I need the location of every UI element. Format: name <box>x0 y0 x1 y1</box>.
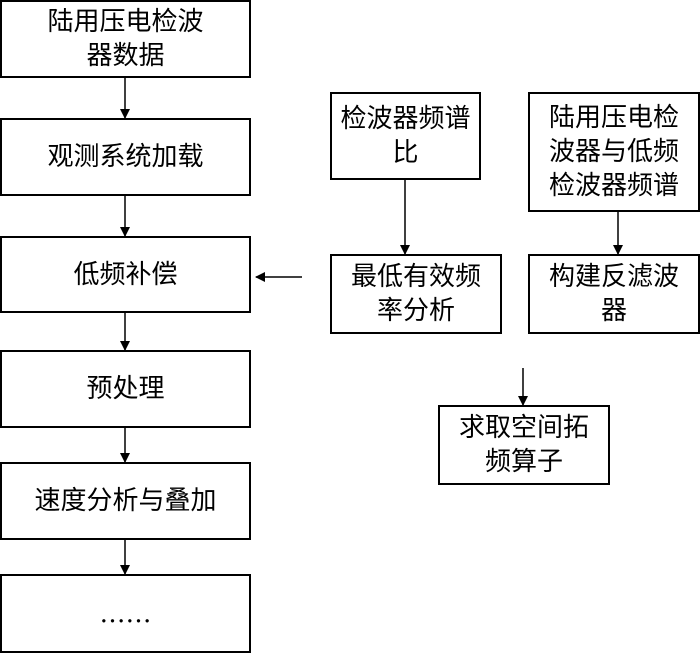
geophone-spectra: 陆用压电检 波器与低频 检波器频谱 <box>528 92 700 212</box>
construct-inverse-filter: 构建反滤波 器 <box>528 254 700 334</box>
step-velocity-analysis-stacking: 速度分析与叠加 <box>0 462 251 540</box>
step-geometry-loading: 观测系统加载 <box>0 118 251 196</box>
geophone-spectrum-ratio: 检波器频谱 比 <box>330 92 481 180</box>
step-piezo-geophone-data: 陆用压电检波 器数据 <box>0 0 251 78</box>
step-preprocessing: 预处理 <box>0 350 251 428</box>
step-low-frequency-compensation: 低频补偿 <box>0 236 251 313</box>
spatial-bandwidth-operator: 求取空间拓 频算子 <box>438 405 610 485</box>
step-ellipsis: …… <box>0 574 251 653</box>
min-effective-frequency-analysis: 最低有效频 率分析 <box>330 254 502 334</box>
